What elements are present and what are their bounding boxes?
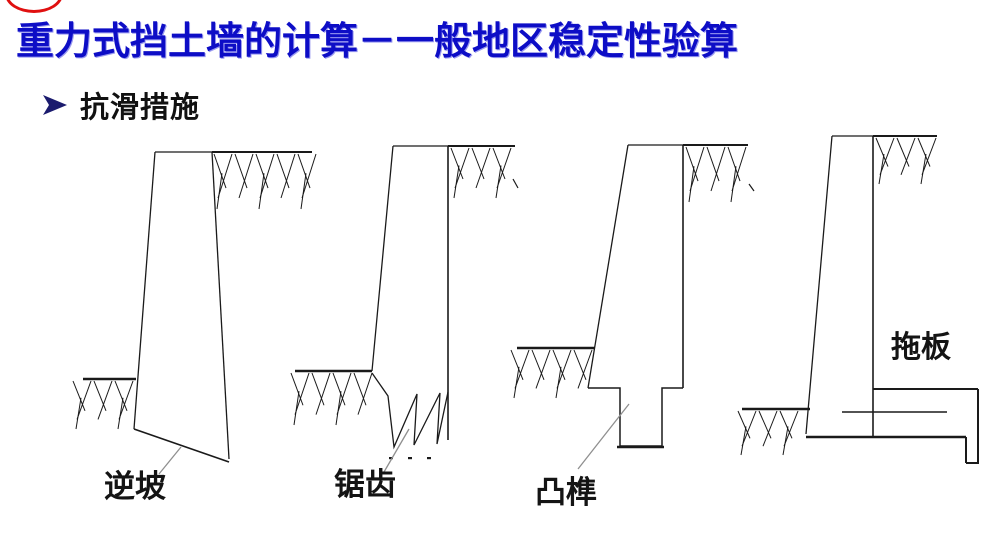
arrowhead-bullet-icon: [43, 95, 67, 115]
diagram-label-shear-key: 凸榫: [535, 475, 597, 510]
diagram-label-drag-slab: 拖板: [891, 331, 951, 364]
bullet-label: 抗滑措施: [80, 92, 201, 124]
page-title: 重力式挡土墙的计算－一般地区稳定性验算: [16, 21, 739, 63]
diagram-label-reverse-slope: 逆坡: [104, 469, 166, 504]
bullet-row: 抗滑措施: [42, 84, 200, 126]
diagram-label-sawtooth: 锯齿: [334, 467, 396, 502]
